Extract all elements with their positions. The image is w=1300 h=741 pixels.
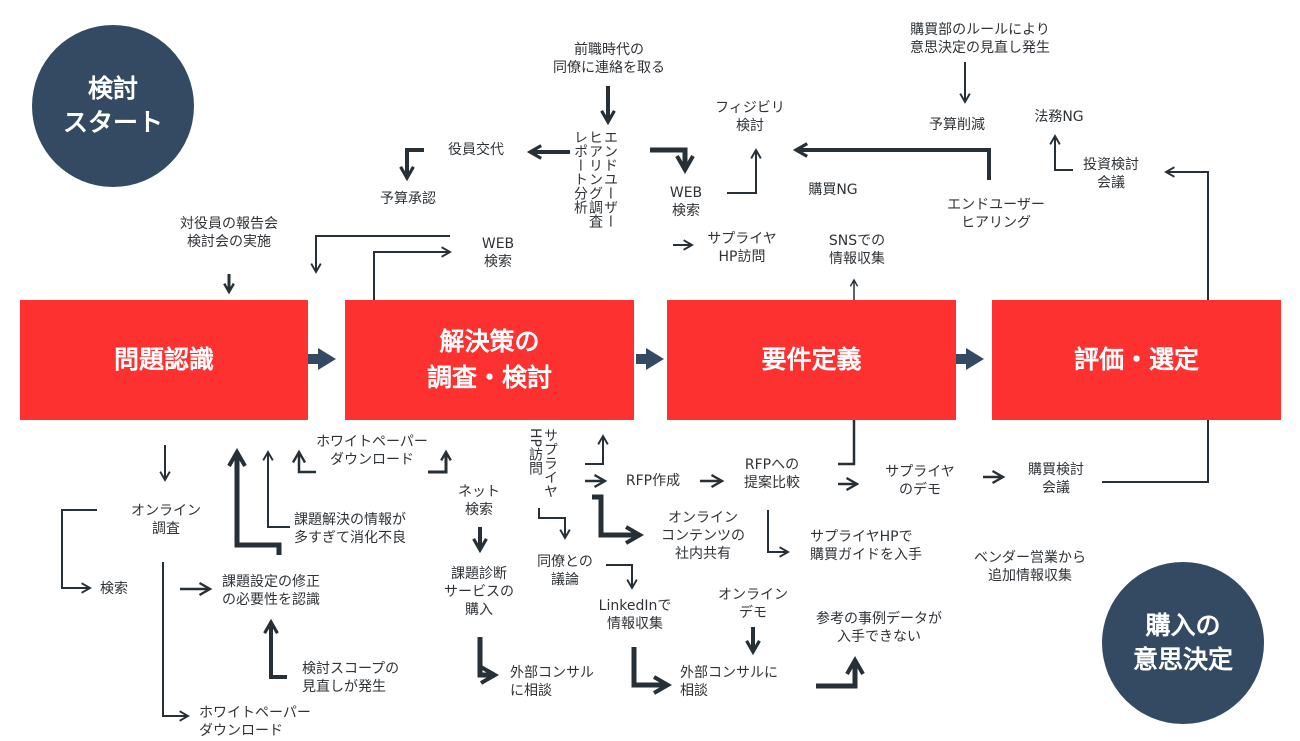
arrow-web2-to-feas xyxy=(727,148,762,194)
label-consult-2: 外部コンサルに 相談 xyxy=(680,665,778,699)
label-diagnosis: 課題診断 サービスの 購入 xyxy=(444,566,514,618)
label-rfp-create: RFP作成 xyxy=(625,473,681,489)
stage-requirements: 要件定義 xyxy=(667,300,956,420)
label-colleague-discussion: 同僚との 議論 xyxy=(537,554,593,588)
arrow-wp-up-right xyxy=(428,449,452,474)
arrow-stage4-to-meeting xyxy=(1164,166,1209,300)
label-legal-ng: 法務NG xyxy=(1034,109,1084,125)
arrow-scope-up xyxy=(263,618,287,679)
label-issue-fix: 課題設定の修正 の必要性を認識 xyxy=(222,574,320,608)
label-supplier-guide: サプライヤHPで 購買ガイドを入手 xyxy=(810,529,922,563)
stage-arrow-1 xyxy=(308,348,336,370)
arrow-hp-up xyxy=(585,434,609,465)
label-whitepaper-2: ホワイトペーパー ダウンロード xyxy=(199,705,311,739)
label-feasibility: フィジビリ 検討 xyxy=(715,100,785,134)
arrow-consult-to-case xyxy=(816,655,865,689)
arrow-stage3-down xyxy=(838,420,856,466)
label-investment-meeting: 投資検討 会議 xyxy=(1083,157,1139,191)
label-sns: SNSでの 情報収集 xyxy=(828,233,886,267)
stage-solution-research: 解決策の 調査・検討 xyxy=(345,300,634,420)
arrow-wp-up-left xyxy=(291,449,316,474)
stage-arrow-2 xyxy=(636,348,664,370)
stage-problem-recognition: 問題認識 xyxy=(20,300,308,420)
label-supplier-hp: サプライヤ HP訪問 xyxy=(707,231,777,265)
label-purchasing-rule: 購買部のルールにより 意思決定の見直し発生 xyxy=(910,22,1050,56)
start-circle: 検討 スタート xyxy=(32,25,194,187)
label-rfp-compare: RFPへの 提案比較 xyxy=(744,457,800,491)
arrow-thick-up xyxy=(227,447,282,555)
arrow-hp-to-colleague xyxy=(538,508,571,540)
label-vendor-sales: ベンダー営業から 追加情報収集 xyxy=(974,550,1086,584)
label-net-search: ネット 検索 xyxy=(458,484,500,518)
arrow-meeting-to-stage4 xyxy=(1102,420,1209,483)
arrow-colleague-to-linkedin xyxy=(606,564,638,590)
label-consult-1: 外部コンサル に相談 xyxy=(510,665,594,699)
label-supplier-hp-visit: サプライヤ HP訪問 xyxy=(527,428,558,498)
label-enduser-report: エンドユーザー ヒアリング調査 レポート分析 xyxy=(572,130,618,228)
arrow-hearing-to-feas xyxy=(792,142,991,180)
stage-evaluation: 評価・選定 xyxy=(992,300,1281,420)
end-circle: 購入の 意思決定 xyxy=(1102,562,1264,724)
label-linkedin: LinkedInで 情報収集 xyxy=(598,598,672,632)
label-web-search-1: WEB 検索 xyxy=(481,236,515,270)
label-whitepaper-1: ホワイトペーパー ダウンロード xyxy=(316,434,428,468)
label-former-colleague: 前職時代の 同僚に連絡を取る xyxy=(553,42,665,76)
arrow-diag-to-consult xyxy=(477,637,500,685)
label-info-overload: 課題解決の情報が 多すぎて消化不良 xyxy=(294,512,406,546)
arrow-meeting-to-legal xyxy=(1049,134,1073,171)
label-exec-change: 役員交代 xyxy=(448,142,504,158)
label-budget-approval: 予算承認 xyxy=(380,191,436,207)
label-online-content: オンライン コンテンツの 社内共有 xyxy=(661,510,745,562)
arrow-web-to-left xyxy=(310,235,450,274)
label-budget-cut: 予算削減 xyxy=(929,117,985,133)
label-report-meeting: 対役員の報告会 検討会の実施 xyxy=(180,216,278,250)
label-web-search-2: WEB 検索 xyxy=(669,185,703,219)
arrow-hp-to-content xyxy=(592,494,645,545)
arrow-online-to-wp xyxy=(162,562,190,722)
label-search: 検索 xyxy=(100,581,128,597)
arrow-linkedin-to-consult xyxy=(631,647,673,695)
arrow-exec-to-budget xyxy=(399,148,424,182)
arrow-report-to-web2 xyxy=(650,147,695,175)
label-scope-review: 検討スコープの 見直しが発生 xyxy=(302,661,400,695)
arrow-overload-up xyxy=(262,450,290,528)
label-case-data: 参考の事例データが 入手できない xyxy=(816,611,942,645)
label-supplier-demo: サプライヤ のデモ xyxy=(885,464,955,498)
arrow-compare-to-guide xyxy=(767,510,790,558)
label-online-research: オンライン 調査 xyxy=(131,503,201,537)
arrow-stage2-to-web xyxy=(373,246,452,300)
label-purchase-ng: 購買NG xyxy=(808,182,858,198)
label-enduser-hearing: エンドユーザー ヒアリング xyxy=(947,197,1045,231)
arrow-online-to-search xyxy=(61,509,97,594)
stage-arrow-3 xyxy=(956,348,984,370)
label-purchase-meeting: 購買検討 会議 xyxy=(1028,462,1084,496)
label-online-demo: オンライン デモ xyxy=(718,587,788,621)
